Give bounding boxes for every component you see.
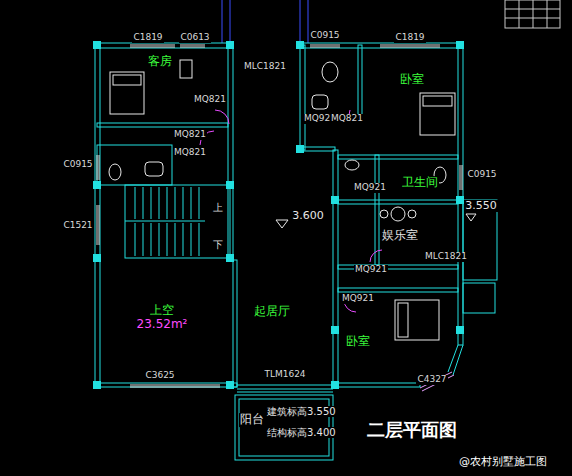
- room-name: 卧室: [399, 73, 425, 87]
- window-code: C3625: [144, 371, 175, 381]
- door-code: MQ921: [354, 265, 388, 275]
- bedroom: 卧室: [397, 72, 427, 88]
- drawing-title: 二层平面图: [366, 420, 458, 440]
- door-code: MQ821: [330, 114, 364, 124]
- level-note: 建筑标高3.550: [266, 406, 337, 417]
- door-code: MQ921: [341, 294, 375, 304]
- window-code: C4327: [416, 375, 447, 385]
- bedroom: 卧室: [343, 334, 373, 350]
- room-area: 23.52m²: [136, 318, 189, 332]
- furniture: [109, 60, 455, 340]
- recreation-room: 娱乐室: [379, 228, 421, 244]
- room-name: 卫生间: [401, 176, 439, 190]
- window-code: C0915: [309, 31, 340, 41]
- stair-treads: [135, 187, 199, 256]
- door-code: MQ921: [353, 183, 387, 193]
- floor-level: 3.550: [464, 200, 498, 212]
- door-code: MLC1821: [424, 252, 468, 262]
- axis-lines: [222, 0, 308, 43]
- window-code: C0915: [62, 160, 93, 170]
- living-hall: 起居厅: [251, 304, 293, 320]
- window-marks: [97, 45, 462, 391]
- window-code: C0613: [179, 33, 210, 43]
- room-name: 上空: [149, 304, 175, 318]
- door-code: MQ821: [193, 95, 227, 105]
- stair-direction: 上: [212, 202, 224, 213]
- stair-direction: 下: [212, 239, 224, 250]
- open-void: 上空23.52m²: [134, 303, 191, 333]
- door-code: MQ821: [173, 148, 207, 158]
- room-name: 阳台: [239, 413, 265, 427]
- window-code: C1819: [394, 33, 425, 43]
- window-code: C0915: [466, 170, 497, 180]
- watermark: @农村别墅施工图: [458, 456, 548, 468]
- room-name: 起居厅: [253, 305, 291, 319]
- walls: [95, 43, 497, 460]
- window-code: C1819: [132, 33, 163, 43]
- level-note: 结构标高3.400: [266, 427, 337, 438]
- bathroom: 卫生间: [399, 175, 441, 191]
- door-swings: [200, 110, 382, 312]
- door-code: MLC1821: [243, 62, 287, 72]
- room-name: 娱乐室: [381, 229, 419, 243]
- door-code: TLM1624: [263, 370, 306, 380]
- room-name: 卧室: [345, 335, 371, 349]
- columns: [93, 41, 464, 389]
- window-code: C1521: [62, 221, 93, 231]
- balcony: 阳台: [237, 412, 267, 428]
- door-code: MQ821: [173, 130, 207, 140]
- floor-level: 3.600: [291, 210, 325, 222]
- corner-grid: [505, 0, 560, 28]
- guest-room: 客房: [145, 54, 175, 70]
- room-name: 客房: [147, 55, 173, 69]
